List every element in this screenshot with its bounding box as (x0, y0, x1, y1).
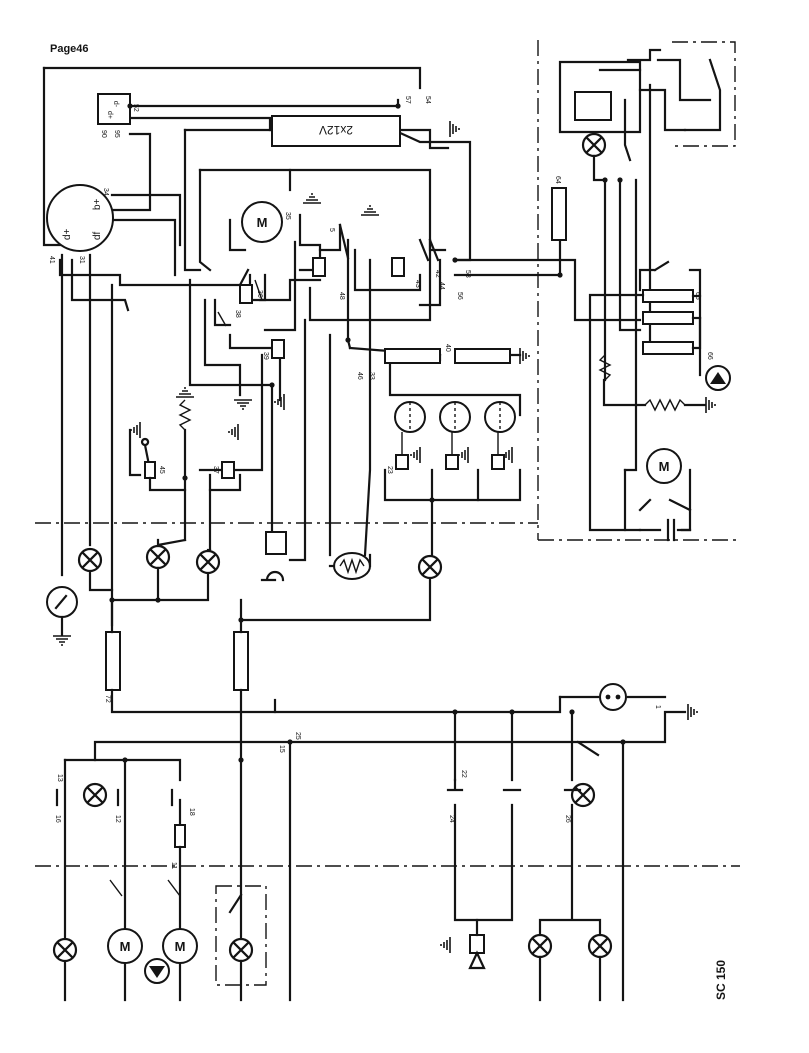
wire-56: 56 (456, 292, 463, 300)
wire-48: 48 (338, 292, 345, 300)
wire-24: 24 (448, 815, 455, 823)
wire-90: 90 (100, 130, 107, 138)
page-label: Page46 (50, 43, 89, 55)
fuses-mid (105, 598, 562, 962)
wire-34: 34 (102, 188, 109, 196)
voltage-regulator: d- d+ (97, 93, 131, 125)
wire-16: 16 (54, 815, 61, 823)
right-motor-icon: M (659, 459, 670, 474)
dynamo-terminal-df: df (92, 231, 103, 240)
wire-5: 5 (328, 228, 335, 232)
bottom-dashed-box (215, 885, 267, 986)
main-wiring (42, 66, 642, 627)
switch-group-left (128, 399, 242, 552)
regulator-terminal-dminus: d- (112, 101, 119, 108)
wire-64: 64 (554, 176, 561, 184)
bottom-bus (93, 683, 687, 1002)
wire-65: 65 (694, 292, 701, 300)
wire-23: 23 (386, 466, 393, 474)
wire-53: 53 (464, 270, 471, 278)
wire-1: 1 (654, 705, 661, 709)
gauge-ammeter (46, 586, 78, 637)
wire-66: 66 (706, 352, 713, 360)
wire-number-labels: 52 57 54 90 95 34 41 31 35 36 38 39 48 4… (48, 96, 713, 869)
wire-35: 35 (284, 212, 291, 220)
wire-40: 40 (444, 344, 451, 352)
wire-95: 95 (113, 130, 120, 138)
bottom-motor-2-icon: M (175, 939, 186, 954)
bottom-switches-left (55, 758, 243, 1002)
right-motor: M (646, 448, 682, 484)
wire-11: 11 (170, 862, 177, 869)
wire-12: 12 (114, 815, 121, 823)
wire-45: 45 (158, 466, 165, 474)
battery-label: 2x12V (319, 123, 353, 137)
wire-37: 37 (212, 466, 219, 474)
wire-22: 22 (460, 770, 467, 778)
heater-element (328, 552, 372, 580)
wiper-motor: M (241, 201, 283, 243)
bottom-motor-1: M (107, 928, 143, 964)
wire-25: 25 (294, 732, 301, 740)
wire-41: 41 (48, 256, 55, 264)
relays (217, 223, 440, 555)
wire-38: 38 (234, 310, 241, 318)
bottom-pump (144, 958, 170, 984)
diagram-code: SC 150 (714, 960, 728, 1000)
dynamo-terminal-dplus: d+ (62, 228, 73, 240)
horn-speaker-mid (260, 570, 285, 582)
wire-15: 15 (278, 745, 285, 753)
wire-42: 42 (434, 270, 441, 278)
right-pump (705, 365, 731, 391)
right-fuse-bank (588, 260, 707, 532)
gauge-senders (383, 432, 522, 567)
right-capacitor-switch (638, 498, 692, 542)
gauges (394, 401, 516, 433)
wire-31: 31 (78, 256, 85, 264)
wire-44: 44 (438, 282, 445, 290)
wire-39: 39 (262, 352, 269, 360)
wiper-motor-icon: M (257, 215, 268, 230)
dynamo: d+ b+ df (46, 184, 114, 252)
horn (446, 778, 602, 970)
wire-46: 46 (356, 372, 363, 380)
battery: 2x12V (271, 115, 401, 147)
dynamo-terminal-bplus: b+ (92, 198, 103, 210)
bottom-motor-1-icon: M (120, 939, 131, 954)
fuses-upper (384, 187, 567, 364)
wire-57: 57 (404, 96, 411, 104)
junction-dots (109, 103, 626, 763)
wire-13: 13 (56, 774, 63, 782)
wire-52: 52 (132, 104, 139, 112)
wire-18: 18 (188, 808, 195, 816)
wire-33: 33 (368, 372, 375, 380)
dashboard-lamps (77, 538, 443, 622)
bottom-motor-2: M (162, 928, 198, 964)
wire-26: 26 (564, 815, 571, 823)
wire-54: 54 (424, 96, 431, 104)
wire-43: 43 (414, 280, 421, 288)
regulator-terminal-dplus: d+ (106, 111, 113, 119)
wire-36: 36 (256, 290, 263, 298)
wire-72: 72 (104, 695, 111, 703)
